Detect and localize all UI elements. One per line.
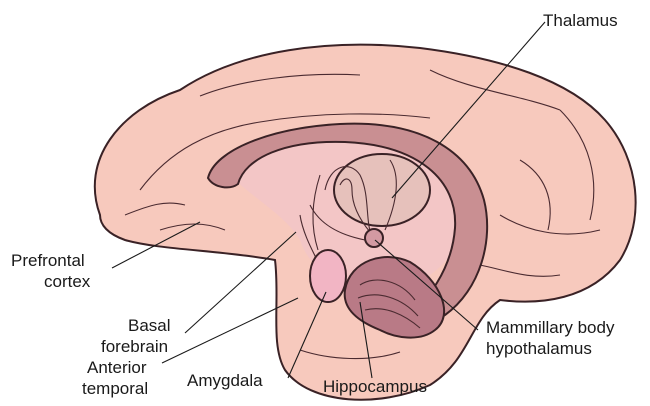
label-mammillary-line1: Mammillary body bbox=[486, 318, 615, 337]
label-basal-line2: forebrain bbox=[101, 337, 168, 356]
thalamus-shape bbox=[334, 154, 430, 226]
label-anterior-line1: Anterior bbox=[87, 358, 147, 377]
label-amygdala: Amygdala bbox=[187, 371, 263, 390]
label-prefrontal-line1: Prefrontal bbox=[11, 251, 85, 270]
label-prefrontal-line2: cortex bbox=[44, 272, 91, 291]
label-mammillary-line2: hypothalamus bbox=[486, 339, 592, 358]
amygdala-shape bbox=[310, 250, 346, 302]
label-thalamus: Thalamus bbox=[543, 11, 618, 30]
label-basal-line1: Basal bbox=[128, 316, 171, 335]
label-hippocampus: Hippocampus bbox=[323, 377, 427, 396]
label-anterior-line2: temporal bbox=[82, 379, 148, 398]
